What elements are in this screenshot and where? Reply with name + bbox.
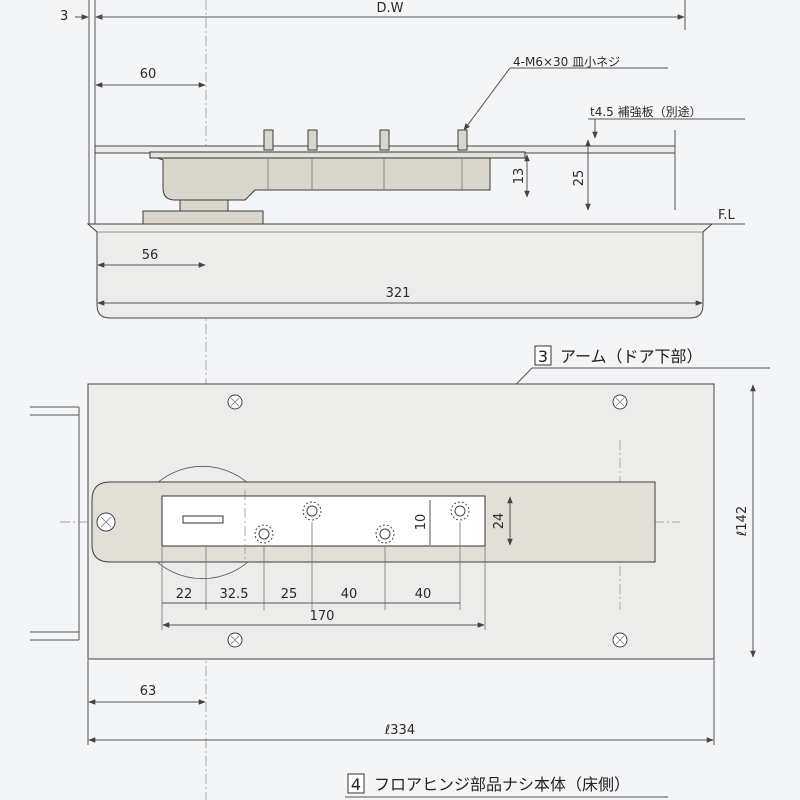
pivot-base xyxy=(142,210,264,225)
screw-head-3 xyxy=(379,129,390,151)
dim-40b-label: 40 xyxy=(415,587,432,602)
screw-head-4 xyxy=(457,129,468,151)
dim-142-label: ℓ142 xyxy=(735,506,750,537)
swing-arc-top xyxy=(149,465,256,491)
arm-number-box xyxy=(534,345,552,366)
floor-level-label: F.L xyxy=(718,208,736,223)
body-title: フロアヒンジ部品ナシ本体（床側） xyxy=(374,775,630,794)
plate-screw-1 xyxy=(227,394,243,410)
plate-screw-4 xyxy=(612,632,628,648)
screw-head-2 xyxy=(307,129,318,151)
dim-40a-label: 40 xyxy=(341,587,358,602)
plate-screw-3 xyxy=(227,632,243,648)
arm-callout: 3 アーム（ドア下部） xyxy=(391,345,770,513)
screw-leader xyxy=(463,67,511,131)
plan-view: 10 24 ℓ142 22 32.5 25 40 40 170 63 ℓ334 xyxy=(30,383,756,745)
arm-body xyxy=(149,154,491,201)
screw-spec-label: 4-M6×30 皿小ネジ xyxy=(513,55,620,69)
dim-60-label: 60 xyxy=(140,67,157,82)
body-caption: 4 フロアヒンジ部品ナシ本体（床側） xyxy=(345,773,668,798)
arm-hole-2 xyxy=(302,501,322,521)
dim-334-label: ℓ334 xyxy=(384,723,415,738)
dim-63-label: 63 xyxy=(140,684,157,699)
pivot-shaft xyxy=(179,199,229,213)
body-number-box xyxy=(347,773,365,794)
body-number: 4 xyxy=(351,775,361,794)
arm-hole-1 xyxy=(254,524,274,544)
arm-top-flange xyxy=(149,151,526,159)
dim-10-label: 10 xyxy=(414,514,429,531)
floor-box-body xyxy=(86,223,714,319)
arm-number: 3 xyxy=(538,347,548,366)
dim-25v-label: 25 xyxy=(572,170,587,187)
dim-321-label: 321 xyxy=(386,286,411,301)
screw-group xyxy=(263,129,468,190)
plate-screw-2 xyxy=(612,394,628,410)
arm-title: アーム（ドア下部） xyxy=(560,347,703,366)
side-elevation: 3 D.W 60 4-M6×30 皿小ネジ t4.5 補強板（別途） xyxy=(60,0,745,800)
arm-slot xyxy=(182,515,224,524)
dw-label: D.W xyxy=(377,1,404,16)
dim-32-5-label: 32.5 xyxy=(220,587,249,602)
dim-13-label: 13 xyxy=(512,168,527,185)
swing-arc-bottom xyxy=(149,554,256,580)
dim-25-label: 25 xyxy=(281,587,298,602)
arm-hole-3 xyxy=(375,524,395,544)
dim-170-label: 170 xyxy=(310,609,335,624)
plate-option-label: t4.5 補強板（別途） xyxy=(590,104,702,119)
dim-56-label: 56 xyxy=(142,248,159,263)
dim-24-label: 24 xyxy=(492,513,507,530)
dim-3-label: 3 xyxy=(60,9,68,24)
screw-head-1 xyxy=(263,129,274,151)
arm-hole-4 xyxy=(450,501,470,521)
dim-22-label: 22 xyxy=(176,587,193,602)
